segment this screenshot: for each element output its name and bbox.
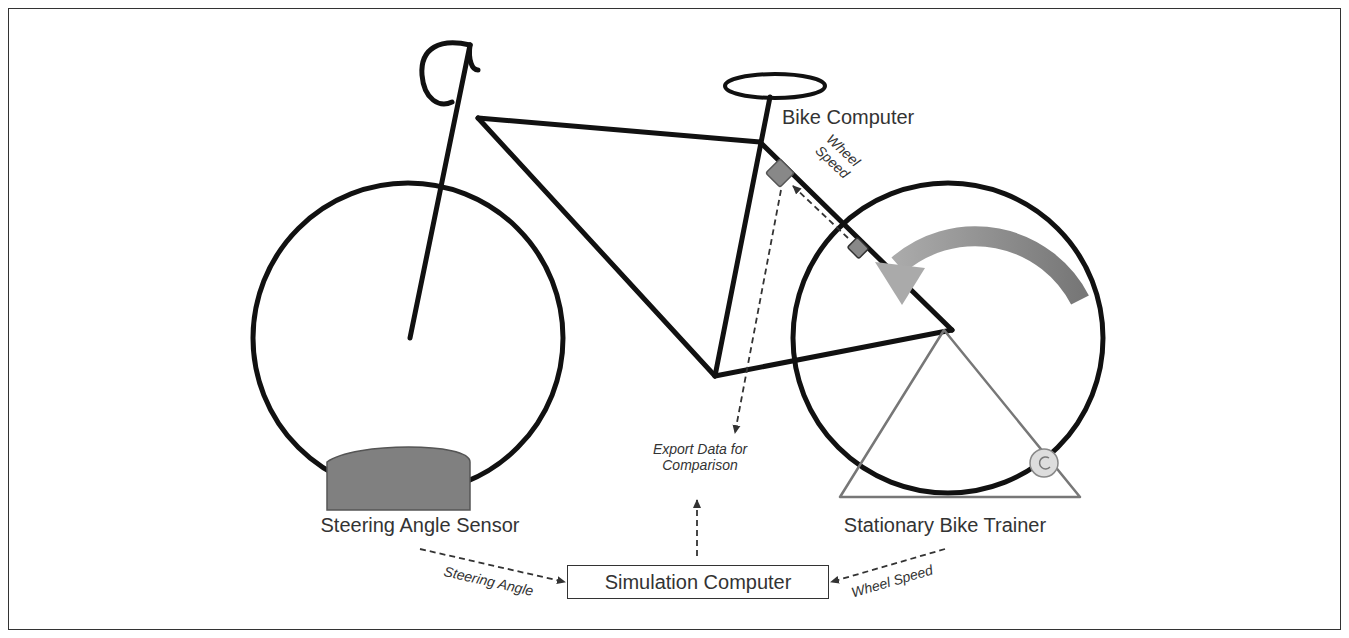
export-arrow: [735, 190, 781, 433]
trainer-node: Stationary Bike Trainer: [787, 325, 1103, 546]
export-arrow: [696, 500, 698, 556]
rotation-arrowhead: [875, 262, 925, 305]
node-label: Bike Computer: [782, 106, 998, 129]
device-label: Bike Computer: [782, 102, 998, 136]
signal-label: Wheel Speed: [808, 127, 868, 186]
rotation-arrow: [898, 236, 1080, 300]
bike-frame: [410, 43, 952, 376]
process-box: Simulation Computer: [567, 565, 829, 599]
note-label: Export Data for Comparison: [650, 441, 750, 473]
bike-computer-unit: [766, 159, 794, 187]
wheel-speed-signal: [793, 186, 848, 238]
rear-wheel: [793, 183, 1103, 493]
trainer-stand: [787, 325, 1087, 505]
edge-label: Steering Angle: [441, 563, 538, 600]
node-label: Stationary Bike Trainer: [787, 514, 1103, 537]
frame-border: [9, 9, 1341, 630]
sensor-node: Steering Angle Sensor: [284, 440, 556, 546]
wheel-speed-sensor: [847, 237, 868, 258]
node-label: Simulation Computer: [605, 571, 792, 594]
node-label: Steering Angle Sensor: [284, 514, 556, 537]
edge-label: Wheel Speed: [848, 561, 937, 601]
sensor-dome: [284, 440, 540, 512]
